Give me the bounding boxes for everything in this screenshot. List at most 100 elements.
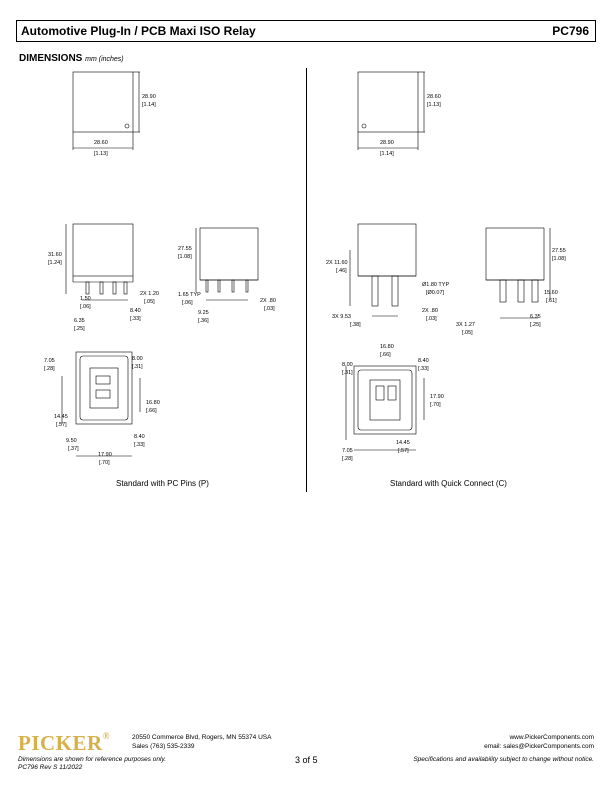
dim-left-side2-pin: 2X .80: [260, 298, 276, 304]
svg-text:[.33]: [.33]: [134, 442, 145, 448]
svg-text:[.57]: [.57]: [56, 422, 67, 428]
dim-right-bot-b: 14.45: [396, 440, 410, 446]
svg-text:[.03]: [.03]: [264, 306, 275, 312]
right-caption: Standard with Quick Connect (C): [390, 479, 507, 488]
left-dimension-labels: 28.90 [1.14] 28.60 [1.13] 31.60 [1.24] 2…: [44, 94, 276, 466]
dim-left-b: 8.40: [130, 308, 141, 314]
dim-right-pin: 2X .80: [422, 308, 438, 314]
right-top-view: [357, 71, 419, 133]
picker-logo: PICKER®: [18, 731, 110, 755]
svg-text:[.61]: [.61]: [546, 298, 557, 304]
dim-left-bot-b: 17.90: [98, 452, 112, 458]
dim-left-c: 6.35: [74, 318, 85, 324]
svg-text:[.31]: [.31]: [342, 370, 353, 376]
svg-text:[.06]: [.06]: [80, 304, 91, 310]
header-bar: Automotive Plug-In / PCB Maxi ISO Relay …: [16, 20, 596, 42]
svg-text:[.70]: [.70]: [430, 402, 441, 408]
svg-text:[.03]: [.03]: [426, 316, 437, 322]
page-number: 3 of 5: [295, 755, 318, 765]
svg-text:[.25]: [.25]: [530, 322, 541, 328]
footer-note: Dimensions are shown for reference purpo…: [18, 756, 167, 763]
footer-spec: Specifications and availability subject …: [413, 756, 594, 763]
left-side-view: [72, 223, 134, 277]
svg-text:[1.24]: [1.24]: [48, 260, 62, 266]
footer-sales: Sales (763) 535-2339: [132, 743, 195, 750]
svg-text:[1.13]: [1.13]: [94, 151, 108, 157]
left-top-view: [72, 71, 134, 133]
right-side-view: [357, 223, 417, 277]
dim-right-bot-tr: 8.40: [418, 358, 429, 364]
dim-left-bot-r: 16.80: [146, 400, 160, 406]
svg-text:[.06]: [.06]: [182, 300, 193, 306]
section-title-text: DIMENSIONS: [19, 53, 83, 64]
footer-address: 20550 Commerce Blvd, Rogers, MN 55374 US…: [132, 734, 272, 741]
left-bottom-view: [75, 351, 133, 425]
svg-text:[.05]: [.05]: [144, 299, 155, 305]
dim-right-bot-tl: 8.00: [342, 362, 353, 368]
dim-left-bot-l: 14.45: [54, 414, 68, 420]
svg-text:[.46]: [.46]: [336, 268, 347, 274]
right-side-view-2: [485, 227, 545, 281]
section-title: DIMENSIONS mm (inches): [19, 53, 124, 64]
dim-right-side2-b: 6.35: [530, 314, 541, 320]
dim-left-bot-tl: 7.05: [44, 358, 55, 364]
left-caption: Standard with PC Pins (P): [116, 479, 209, 488]
dim-right-side2-height: 27.55: [552, 248, 566, 254]
left-drawings: [61, 71, 551, 457]
svg-text:[1.14]: [1.14]: [142, 102, 156, 108]
dim-right-side-left: 2X 11.60: [326, 260, 348, 266]
dim-right-bot-t: 16.80: [380, 344, 394, 350]
dim-left-side-height: 31.60: [48, 252, 62, 258]
svg-text:[.33]: [.33]: [418, 366, 429, 372]
dim-right-bot-bl: 7.05: [342, 448, 353, 454]
footer-email: email: sales@PickerComponents.com: [484, 743, 594, 750]
footer-web: www.PickerComponents.com: [509, 734, 594, 741]
dim-right-top-height: 28.60: [427, 94, 441, 100]
svg-text:[.37]: [.37]: [68, 446, 79, 452]
left-top-mark: [124, 123, 130, 129]
svg-text:[.66]: [.66]: [380, 352, 391, 358]
left-side-view-2: [199, 227, 259, 281]
section-units: mm (inches): [85, 56, 124, 63]
doc-title: Automotive Plug-In / PCB Maxi ISO Relay: [21, 24, 256, 38]
dim-left-side2-height: 27.55: [178, 246, 192, 252]
svg-text:[.57]: [.57]: [398, 448, 409, 454]
dim-left-side2-b: 9.25: [198, 310, 209, 316]
dim-right-side-b: 3X 9.53: [332, 314, 351, 320]
dim-left-bot-bl: 9.50: [66, 438, 77, 444]
dim-left-pin-width: 2X 1.20: [140, 291, 159, 297]
svg-text:[.28]: [.28]: [44, 366, 55, 372]
dim-right-side2-c: 3X 1.27: [456, 322, 475, 328]
column-divider: [306, 68, 307, 492]
svg-text:[.33]: [.33]: [130, 316, 141, 322]
dim-right-dia: Ø1.80 TYP: [422, 282, 449, 288]
svg-text:[.66]: [.66]: [146, 408, 157, 414]
dim-left-bot-br: 8.40: [134, 434, 145, 440]
svg-text:[1.14]: [1.14]: [380, 151, 394, 157]
dim-right-side2-a: 15.60: [544, 290, 558, 296]
svg-text:[.25]: [.25]: [74, 326, 85, 332]
footer-rev: PC796 Rev S 11/2022: [18, 764, 83, 771]
dim-right-top-width: 28.90: [380, 140, 394, 146]
svg-text:[.70]: [.70]: [99, 460, 110, 466]
svg-text:[1.13]: [1.13]: [427, 102, 441, 108]
svg-text:[.36]: [.36]: [198, 318, 209, 324]
svg-text:[.31]: [.31]: [132, 364, 143, 370]
svg-text:[.05]: [.05]: [462, 330, 473, 336]
dim-left-bot-tr: 8.00: [132, 356, 143, 362]
dim-left-top-width: 28.60: [94, 140, 108, 146]
dim-left-side2-typ: 1.65 TYP: [178, 292, 201, 298]
dim-left-a: 1.50: [80, 296, 91, 302]
svg-text:[1.08]: [1.08]: [552, 256, 566, 262]
svg-text:[.38]: [.38]: [350, 322, 361, 328]
dim-right-bot-r: 17.90: [430, 394, 444, 400]
svg-text:[.28]: [.28]: [342, 456, 353, 462]
right-dimension-labels: 28.60 [1.13] 28.90 [1.14] 2X 11.60 [.46]…: [326, 94, 566, 462]
part-number: PC796: [552, 24, 589, 38]
svg-text:[Ø0.07]: [Ø0.07]: [426, 290, 445, 296]
dim-left-top-height: 28.90: [142, 94, 156, 100]
right-top-mark: [361, 123, 367, 129]
logo-text: PICKER: [18, 731, 103, 755]
right-bottom-view: [353, 365, 417, 435]
